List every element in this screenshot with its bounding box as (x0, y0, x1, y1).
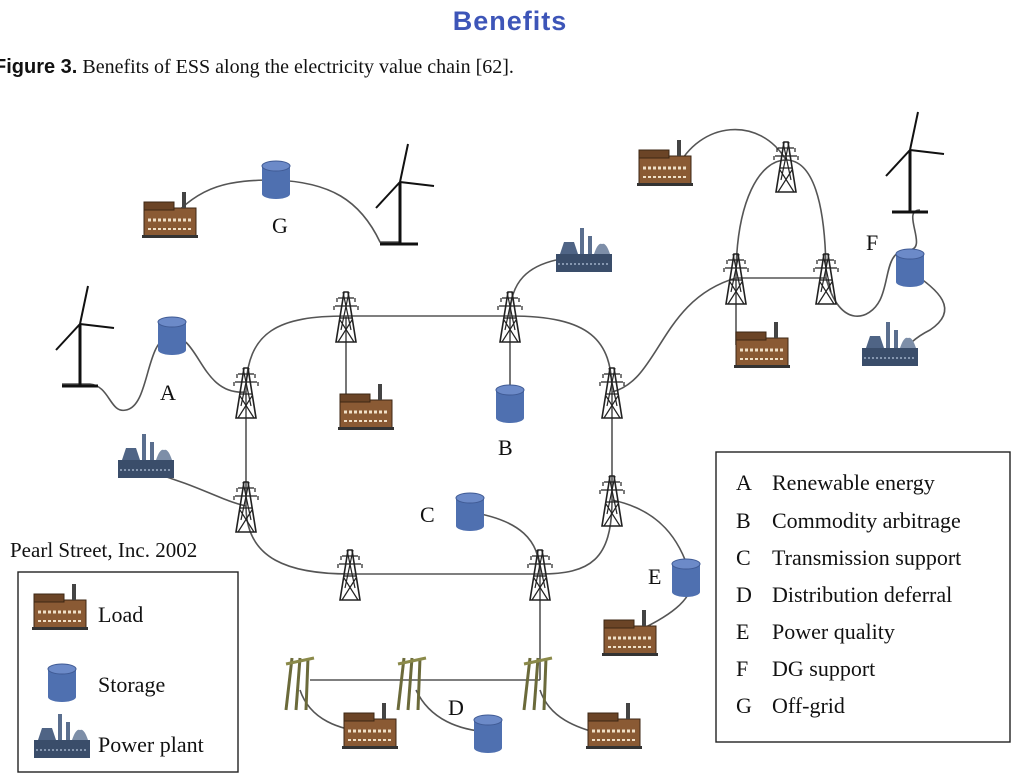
wind-turbine-icon (54, 284, 116, 388)
figure-caption: Figure 3. Benefits of ESS along the elec… (0, 56, 514, 79)
node-letter-d: D (448, 695, 464, 720)
benefit-text-d: Distribution deferral (772, 582, 952, 607)
benefit-text-e: Power quality (772, 619, 895, 644)
tower-icon (337, 549, 363, 601)
node-letters: A B C D E F G (160, 213, 878, 720)
load-icon (140, 190, 200, 240)
legend-storage-icon (47, 663, 77, 703)
pole-icon (522, 656, 554, 712)
benefit-text-f: DG support (772, 656, 875, 681)
benefit-text-c: Transmission support (772, 545, 961, 570)
node-letter-e: E (648, 564, 661, 589)
load-icon (600, 608, 660, 658)
benefit-letter-a: A (736, 470, 752, 495)
storage-icon (455, 492, 485, 532)
benefit-letter-b: B (736, 508, 751, 533)
storage-icon (157, 316, 187, 356)
pole-icon (284, 656, 316, 712)
power-plant-icon (117, 433, 175, 479)
load-icon (340, 701, 400, 751)
benefit-text-g: Off-grid (772, 693, 845, 718)
node-letter-b: B (498, 435, 513, 460)
figure-label: Figure 3. (0, 56, 78, 78)
distribution-poles (284, 656, 554, 712)
node-letter-a: A (160, 380, 176, 405)
power-plant-icon (555, 227, 613, 273)
load-icon (635, 138, 695, 188)
storage-icon (473, 714, 503, 754)
benefit-letter-d: D (736, 582, 752, 607)
benefit-letter-e: E (736, 619, 749, 644)
power-plants (117, 227, 919, 479)
load-icon (584, 701, 644, 751)
storage-icon (261, 160, 291, 200)
symbol-legend: Load Storage Power plant (17, 571, 239, 773)
storage-icon (495, 384, 525, 424)
page-heading: Benefits (452, 6, 568, 36)
storage-icon (671, 558, 701, 598)
legend-storage-label: Storage (98, 672, 165, 697)
storage-icon (895, 248, 925, 288)
benefit-legend: A Renewable energy B Commodity arbitrage… (715, 451, 1011, 743)
benefit-text-b: Commodity arbitrage (772, 508, 961, 533)
tower-icon (773, 141, 799, 193)
load-icon (732, 320, 792, 370)
legend-load-label: Load (98, 602, 143, 627)
benefit-letter-f: F (736, 656, 748, 681)
node-letter-c: C (420, 502, 435, 527)
loads (140, 138, 792, 751)
node-letter-g: G (272, 213, 288, 238)
benefit-letter-c: C (736, 545, 751, 570)
legend-power-plant-label: Power plant (98, 732, 204, 757)
figure-caption-text: Benefits of ESS along the electricity va… (82, 56, 514, 78)
pole-icon (396, 656, 428, 712)
wind-turbine-icon (374, 142, 436, 246)
power-plant-icon (861, 321, 919, 367)
benefit-text-a: Renewable energy (772, 470, 935, 495)
node-letter-f: F (866, 230, 878, 255)
benefit-letter-g: G (736, 693, 752, 718)
diagram-credit: Pearl Street, Inc. 2002 (10, 538, 197, 562)
wind-turbine-icon (884, 110, 946, 214)
